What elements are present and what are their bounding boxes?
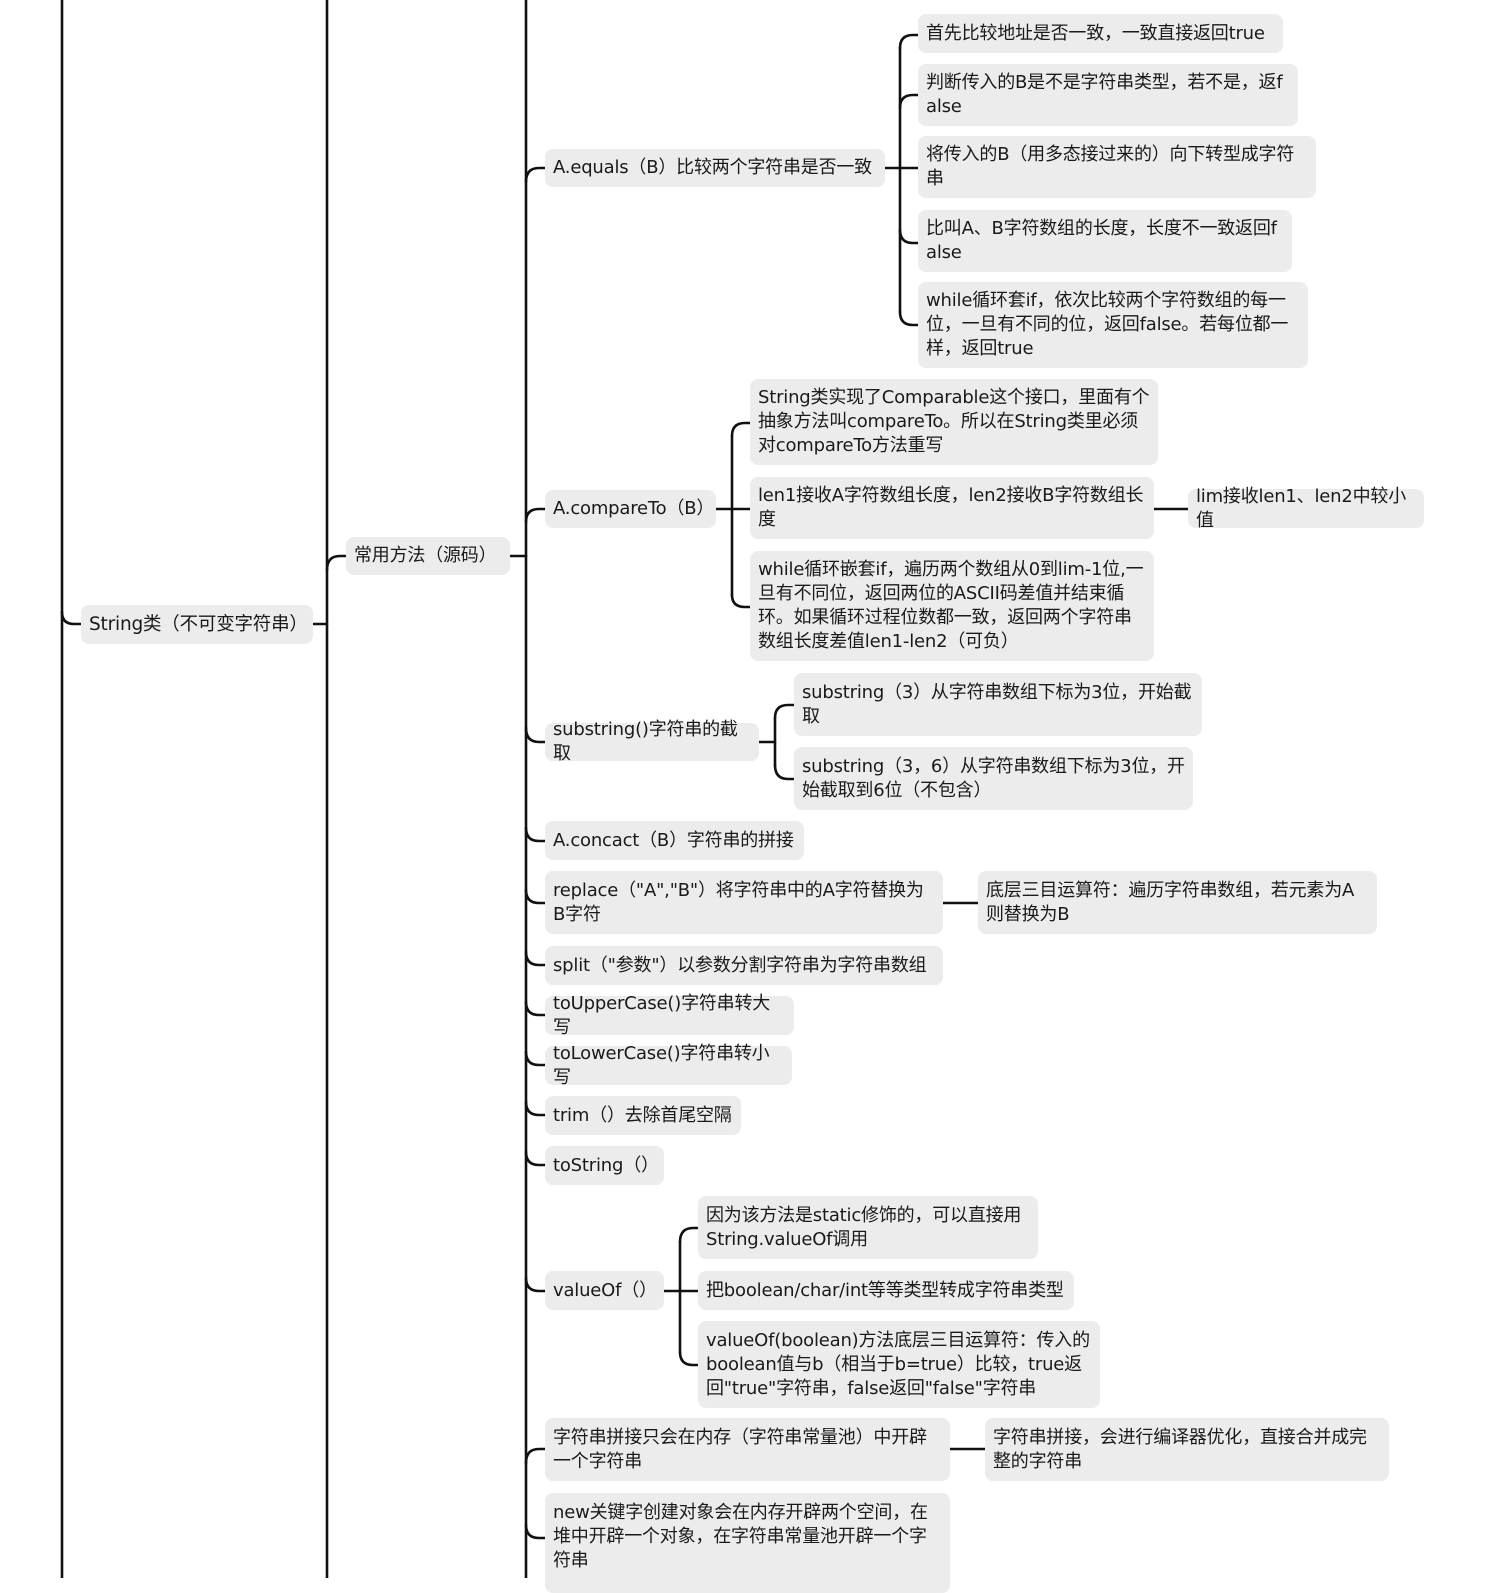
- equals-node[interactable]: A.equals（B）比较两个字符串是否一致: [545, 149, 885, 187]
- compareto-lim[interactable]: lim接收len1、len2中较小值: [1188, 486, 1424, 531]
- valueof-item-1[interactable]: 因为该方法是static修饰的，可以直接用String.valueOf调用: [698, 1196, 1038, 1259]
- replace-detail[interactable]: 底层三目运算符：遍历字符串数组，若元素为A则替换为B: [978, 871, 1377, 934]
- substring-node[interactable]: substring()字符串的截取: [545, 719, 759, 764]
- root-label: String类（不可变字符串）: [89, 613, 308, 635]
- compareto-note-3[interactable]: while循环嵌套if，遍历两个数组从0到lim-1位,一旦有不同位，返回两位的…: [750, 551, 1154, 661]
- trim-node[interactable]: trim（）去除首尾空隔: [545, 1096, 741, 1135]
- concat-memory-detail[interactable]: 字符串拼接，会进行编译器优化，直接合并成完整的字符串: [985, 1418, 1389, 1481]
- uppercase-node[interactable]: toUpperCase()字符串转大写: [545, 993, 794, 1038]
- equals-step-5[interactable]: while循环套if，依次比较两个字符数组的每一位，一旦有不同的位，返回fals…: [918, 282, 1308, 368]
- equals-step-3[interactable]: 将传入的B（用多态接过来的）向下转型成字符串: [918, 136, 1316, 198]
- concat-node[interactable]: A.concact（B）字符串的拼接: [545, 821, 804, 860]
- equals-step-4[interactable]: 比叫A、B字符数组的长度，长度不一致返回false: [918, 210, 1292, 272]
- lowercase-node[interactable]: toLowerCase()字符串转小写: [545, 1043, 792, 1088]
- compareto-node[interactable]: A.compareTo（B）: [545, 490, 716, 528]
- tostring-node[interactable]: toString（）: [545, 1146, 664, 1185]
- compareto-note-2[interactable]: len1接收A字符数组长度，len2接收B字符数组长度: [750, 477, 1154, 539]
- methods-node[interactable]: 常用方法（源码）: [346, 537, 510, 575]
- substring-item-1[interactable]: substring（3）从字符串数组下标为3位，开始截取: [794, 673, 1202, 736]
- replace-node[interactable]: replace（"A","B"）将字符串中的A字符替换为B字符: [545, 871, 943, 934]
- substring-item-2[interactable]: substring（3，6）从字符串数组下标为3位，开始截取到6位（不包含）: [794, 747, 1193, 810]
- new-memory-node[interactable]: new关键字创建对象会在内存开辟两个空间，在堆中开辟一个对象，在字符串常量池开辟…: [545, 1493, 950, 1593]
- split-node[interactable]: split（"参数"）以参数分割字符串为字符串数组: [545, 946, 943, 985]
- equals-step-1[interactable]: 首先比较地址是否一致，一致直接返回true: [918, 14, 1283, 53]
- methods-label: 常用方法（源码）: [354, 545, 497, 566]
- concat-memory-node[interactable]: 字符串拼接只会在内存（字符串常量池）中开辟一个字符串: [545, 1418, 950, 1481]
- valueof-node[interactable]: valueOf（）: [545, 1271, 664, 1310]
- compareto-note-1[interactable]: String类实现了Comparable这个接口，里面有个抽象方法叫compar…: [750, 379, 1158, 465]
- root-node[interactable]: String类（不可变字符串）: [81, 605, 313, 644]
- valueof-item-2[interactable]: 把boolean/char/int等等类型转成字符串类型: [698, 1271, 1074, 1310]
- valueof-item-3[interactable]: valueOf(boolean)方法底层三目运算符：传入的boolean值与b（…: [698, 1321, 1100, 1408]
- equals-step-2[interactable]: 判断传入的B是不是字符串类型，若不是，返false: [918, 64, 1298, 126]
